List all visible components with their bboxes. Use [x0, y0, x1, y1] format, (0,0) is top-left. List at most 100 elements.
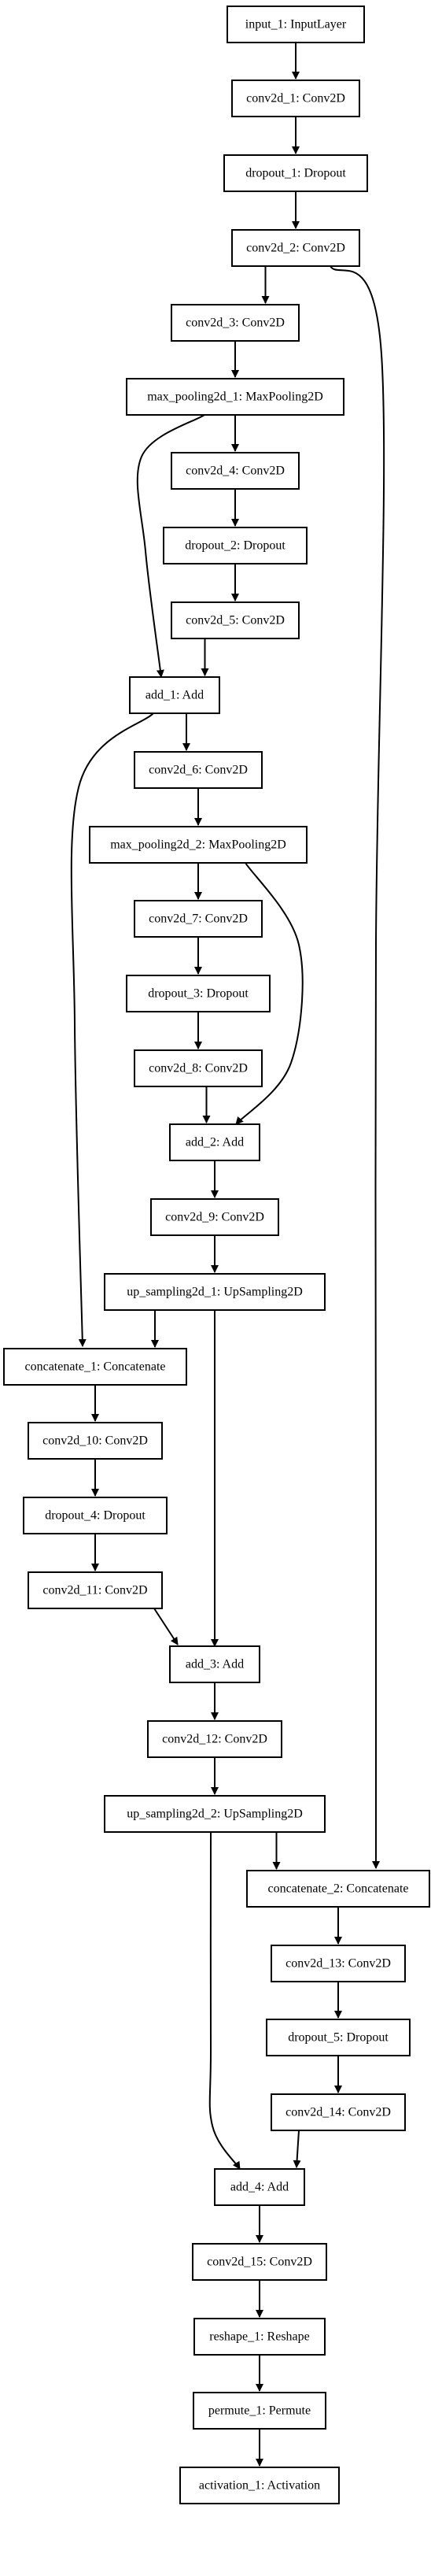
node-conv2d-4: conv2d_4: Conv2D: [171, 452, 300, 490]
node-conv2d-2: conv2d_2: Conv2D: [231, 229, 360, 267]
node-label: conv2d_11: Conv2D: [42, 1584, 147, 1597]
node-label: permute_1: Permute: [208, 2404, 311, 2418]
node-box: [134, 751, 263, 789]
node-dropout-5: dropout_5: Dropout: [266, 2019, 411, 2056]
node-box: [134, 900, 263, 938]
node-label: conv2d_4: Conv2D: [186, 464, 285, 478]
node-dropout-1: dropout_1: Dropout: [223, 154, 368, 192]
node-reshape-1: reshape_1: Reshape: [193, 2318, 326, 2356]
node-box: [193, 2392, 326, 2430]
node-box: [147, 1720, 282, 1758]
node-box: [163, 527, 308, 564]
edge-up-sampling2d-2-to-add-4: [208, 1831, 241, 2170]
node-label: conv2d_1: Conv2D: [246, 92, 345, 105]
node-label: conv2d_6: Conv2D: [149, 764, 248, 777]
node-label: input_1: InputLayer: [245, 18, 347, 31]
edge-conv2d-11-to-add-3: [153, 1608, 179, 1645]
node-box: [227, 6, 365, 43]
node-box: [89, 826, 308, 864]
node-box: [271, 1945, 406, 1982]
node-add-3: add_3: Add: [169, 1645, 260, 1683]
node-box: [104, 1273, 326, 1311]
node-label: up_sampling2d_1: UpSampling2D: [127, 1286, 303, 1299]
node-conv2d-3: conv2d_3: Conv2D: [171, 304, 300, 342]
node-conv2d-5: conv2d_5: Conv2D: [171, 601, 300, 639]
node-add-2: add_2: Add: [169, 1123, 260, 1161]
node-box: [193, 2318, 326, 2356]
node-label: conv2d_15: Conv2D: [207, 2256, 312, 2269]
node-label: conv2d_7: Conv2D: [149, 912, 248, 926]
node-activation-1: activation_1: Activation: [179, 2467, 340, 2504]
node-box: [266, 2019, 411, 2056]
node-input-1: input_1: InputLayer: [227, 6, 365, 43]
node-conv2d-1: conv2d_1: Conv2D: [231, 80, 360, 117]
node-box: [171, 304, 300, 342]
node-label: conv2d_13: Conv2D: [285, 1957, 391, 1971]
node-box: [28, 1571, 163, 1609]
nodes-layer: input_1: InputLayer conv2d_1: Conv2D dropo…: [3, 6, 430, 2504]
node-label: concatenate_1: Concatenate: [24, 1360, 165, 1374]
node-up-sampling2d-1: up_sampling2d_1: UpSampling2D: [104, 1273, 326, 1311]
node-label: add_2: Add: [186, 1136, 244, 1149]
node-add-1: add_1: Add: [129, 676, 220, 714]
node-add-4: add_4: Add: [214, 2168, 305, 2206]
node-label: dropout_4: Dropout: [45, 1509, 146, 1523]
node-box: [126, 378, 344, 416]
edge-conv2d-14-to-add-4: [293, 2130, 301, 2168]
node-box: [192, 2243, 327, 2281]
node-label: conv2d_5: Conv2D: [186, 614, 285, 627]
node-box: [214, 2168, 305, 2206]
edge-max-pooling2d-2-to-add-2: [235, 862, 304, 1125]
node-label: conv2d_14: Conv2D: [285, 2106, 391, 2119]
node-label: add_3: Add: [186, 1658, 244, 1671]
node-label: add_4: Add: [230, 2181, 289, 2194]
node-conv2d-9: conv2d_9: Conv2D: [150, 1198, 279, 1236]
node-box: [126, 975, 271, 1012]
node-box: [129, 676, 220, 714]
node-label: conv2d_8: Conv2D: [149, 1062, 248, 1075]
node-box: [169, 1645, 260, 1683]
node-conv2d-7: conv2d_7: Conv2D: [134, 900, 263, 938]
node-dropout-3: dropout_3: Dropout: [126, 975, 271, 1012]
node-max-pooling2d-2: max_pooling2d_2: MaxPooling2D: [89, 826, 308, 864]
node-concatenate-2: concatenate_2: Concatenate: [246, 1870, 430, 1908]
node-box: [169, 1123, 260, 1161]
node-box: [134, 1049, 263, 1087]
node-box: [23, 1497, 168, 1534]
edges-layer: [70, 43, 385, 2467]
node-box: [3, 1348, 187, 1386]
edge-add-1-to-concatenate-1: [70, 712, 154, 1347]
node-label: conv2d_2: Conv2D: [246, 242, 345, 255]
node-dropout-4: dropout_4: Dropout: [23, 1497, 168, 1534]
node-conv2d-15: conv2d_15: Conv2D: [192, 2243, 327, 2281]
node-label: max_pooling2d_1: MaxPooling2D: [147, 390, 323, 404]
node-conv2d-14: conv2d_14: Conv2D: [271, 2093, 406, 2131]
edge-max-pooling2d-1-to-add-1: [136, 414, 205, 678]
node-permute-1: permute_1: Permute: [193, 2392, 326, 2430]
node-conv2d-13: conv2d_13: Conv2D: [271, 1945, 406, 1982]
edge-conv2d-2-to-concatenate-2: [330, 265, 385, 1869]
node-conv2d-6: conv2d_6: Conv2D: [134, 751, 263, 789]
node-label: dropout_3: Dropout: [148, 987, 249, 1001]
node-concatenate-1: concatenate_1: Concatenate: [3, 1348, 187, 1386]
node-box: [231, 80, 360, 117]
node-label: dropout_1: Dropout: [245, 167, 346, 180]
node-up-sampling2d-2: up_sampling2d_2: UpSampling2D: [104, 1795, 326, 1833]
node-label: reshape_1: Reshape: [209, 2330, 310, 2344]
node-conv2d-8: conv2d_8: Conv2D: [134, 1049, 263, 1087]
node-box: [271, 2093, 406, 2131]
node-conv2d-10: conv2d_10: Conv2D: [28, 1422, 163, 1460]
node-conv2d-11: conv2d_11: Conv2D: [28, 1571, 163, 1609]
node-label: concatenate_2: Concatenate: [267, 1882, 408, 1896]
node-box: [179, 2467, 340, 2504]
node-label: up_sampling2d_2: UpSampling2D: [127, 1808, 303, 1821]
node-box: [150, 1198, 279, 1236]
node-box: [28, 1422, 163, 1460]
node-label: conv2d_3: Conv2D: [186, 316, 285, 330]
node-label: conv2d_12: Conv2D: [162, 1733, 267, 1746]
node-label: dropout_2: Dropout: [185, 539, 285, 553]
node-label: max_pooling2d_2: MaxPooling2D: [110, 838, 286, 852]
node-conv2d-12: conv2d_12: Conv2D: [147, 1720, 282, 1758]
node-box: [171, 601, 300, 639]
